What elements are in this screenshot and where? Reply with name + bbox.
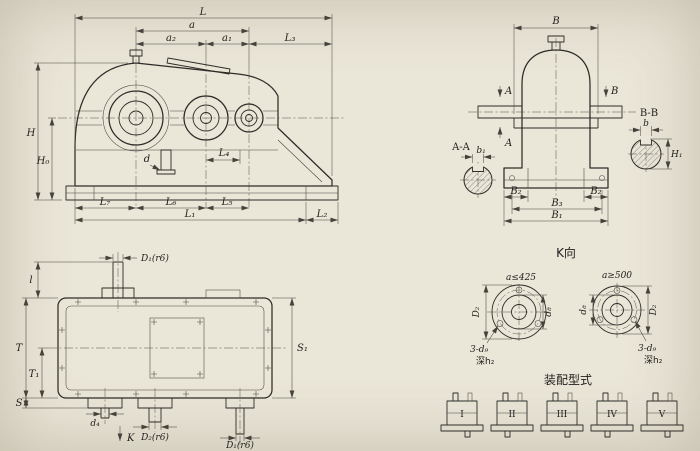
assembly-type-2: II bbox=[490, 392, 534, 438]
k-right-condition: a≥500 bbox=[602, 271, 632, 281]
dim-a2-label: a₂ bbox=[166, 33, 176, 44]
depth-right-label: 深h₂ bbox=[644, 355, 663, 366]
dim-d4-label: d₄ bbox=[90, 419, 100, 429]
dim-S-label: S bbox=[16, 398, 23, 409]
dim-B-label: B bbox=[551, 16, 559, 27]
shaft-bore-small bbox=[234, 103, 264, 133]
k-direction-view: K向 a≤425 D₂ d₈ 3-d₉ 深h₂ a≥500 bbox=[470, 245, 663, 367]
assembly-type-3-label: III bbox=[557, 410, 568, 420]
dim-b1-label: b₁ bbox=[476, 146, 485, 156]
assembly-type-1-label: I bbox=[460, 410, 464, 420]
dim-D2-label: D₂(r6) bbox=[140, 432, 169, 443]
output-shaft-stub bbox=[589, 105, 623, 119]
holes-right-label: 3-d₉ bbox=[638, 344, 657, 354]
top-view: D₁(r6) l T T₁ S S₁ d₄ D₂(r6) D₁(r6) K bbox=[16, 252, 308, 451]
dim-d-label: d bbox=[144, 154, 150, 165]
assembly-types: 装配型式 I II III IV bbox=[440, 373, 684, 438]
dim-L2-label: L₂ bbox=[316, 209, 328, 220]
dim-B3-label: B₃ bbox=[550, 198, 562, 209]
dim-L1-label: L₁ bbox=[184, 209, 196, 220]
section-A-A-detail: A-A b₁ bbox=[451, 142, 496, 198]
dim-T-label: T bbox=[16, 343, 24, 354]
section-B-B-detail: B-B b H₁ bbox=[628, 108, 682, 172]
dim-H0-label: H₀ bbox=[36, 156, 50, 167]
assembly-type-2-label: II bbox=[508, 410, 516, 420]
section-A-lower-label: A bbox=[504, 138, 512, 149]
dim-D1-bottom-label: D₁(r6) bbox=[225, 440, 254, 451]
assembly-type-5-label: V bbox=[658, 410, 666, 420]
section-B-upper-label: B bbox=[610, 86, 618, 97]
assembly-title: 装配型式 bbox=[544, 373, 592, 387]
bolt-marks bbox=[59, 299, 271, 397]
dim-D2-left-label: D₂ bbox=[472, 306, 482, 318]
dim-l-label: l bbox=[29, 275, 32, 286]
dim-b-label: b bbox=[643, 119, 649, 129]
assembly-type-1: I bbox=[440, 392, 484, 438]
dim-B1-label: B₁ bbox=[550, 210, 562, 221]
view-K-arrow-label: K bbox=[126, 433, 135, 444]
dim-S1-label: S₁ bbox=[297, 343, 308, 354]
dim-H-label: H bbox=[26, 128, 36, 139]
input-shaft-stub bbox=[477, 105, 523, 119]
dim-H1-label: H₁ bbox=[670, 150, 682, 160]
dim-L7-label: L₇ bbox=[99, 197, 111, 208]
dim-D2-right-label: D₂ bbox=[649, 304, 659, 316]
k-left-condition: a≤425 bbox=[506, 273, 536, 283]
dim-B2-left-label: B₂ bbox=[509, 186, 521, 197]
depth-left-label: 深h₂ bbox=[476, 356, 495, 367]
dim-L6-label: L₆ bbox=[165, 197, 177, 208]
holes-left-label: 3-d₉ bbox=[470, 345, 489, 355]
side-view: L a a₂ a₁ L₃ H H₀ L₇ L₆ L₅ L₁ L₂ L₄ d bbox=[26, 7, 345, 224]
assembly-type-3: III bbox=[540, 392, 584, 438]
dim-a1-label: a₁ bbox=[222, 33, 232, 44]
dim-D1-top-label: D₁(r6) bbox=[140, 253, 169, 264]
shaft-bore-middle bbox=[183, 95, 229, 141]
end-housing-outline bbox=[503, 49, 609, 189]
end-view: B A A B A-A b₁ B-B b H₁ bbox=[451, 16, 682, 226]
dim-d8-right-label: d₈ bbox=[579, 305, 589, 315]
dim-L3-label: L₃ bbox=[284, 33, 296, 44]
dim-L-label: L bbox=[199, 7, 207, 18]
inspection-cover bbox=[166, 57, 231, 75]
dim-d8-left-label: d₈ bbox=[544, 307, 554, 317]
k-view-title: K向 bbox=[556, 245, 576, 260]
assembly-type-5: V bbox=[640, 392, 684, 438]
dim-L4-label: L₄ bbox=[218, 148, 230, 159]
shaft-bore-large bbox=[102, 84, 170, 152]
section-A-upper-label: A bbox=[504, 86, 512, 97]
k-flange-large-center-distance: a≥500 d₈ D₂ 3-d₉ 深h₂ bbox=[579, 271, 663, 366]
assembly-type-4: IV bbox=[590, 392, 634, 438]
dim-B2-right-label: B₂ bbox=[589, 186, 601, 197]
dim-T1-label: T₁ bbox=[29, 369, 40, 380]
k-flange-small-center-distance: a≤425 D₂ d₈ 3-d₉ 深h₂ bbox=[470, 273, 554, 367]
dim-L5-label: L₅ bbox=[221, 197, 233, 208]
section-AA-title: A-A bbox=[451, 142, 471, 153]
dim-a-label: a bbox=[189, 20, 195, 31]
housing-outline bbox=[74, 62, 333, 187]
assembly-type-4-label: IV bbox=[607, 410, 618, 420]
drain-plug bbox=[156, 149, 176, 175]
section-BB-title: B-B bbox=[640, 108, 658, 119]
